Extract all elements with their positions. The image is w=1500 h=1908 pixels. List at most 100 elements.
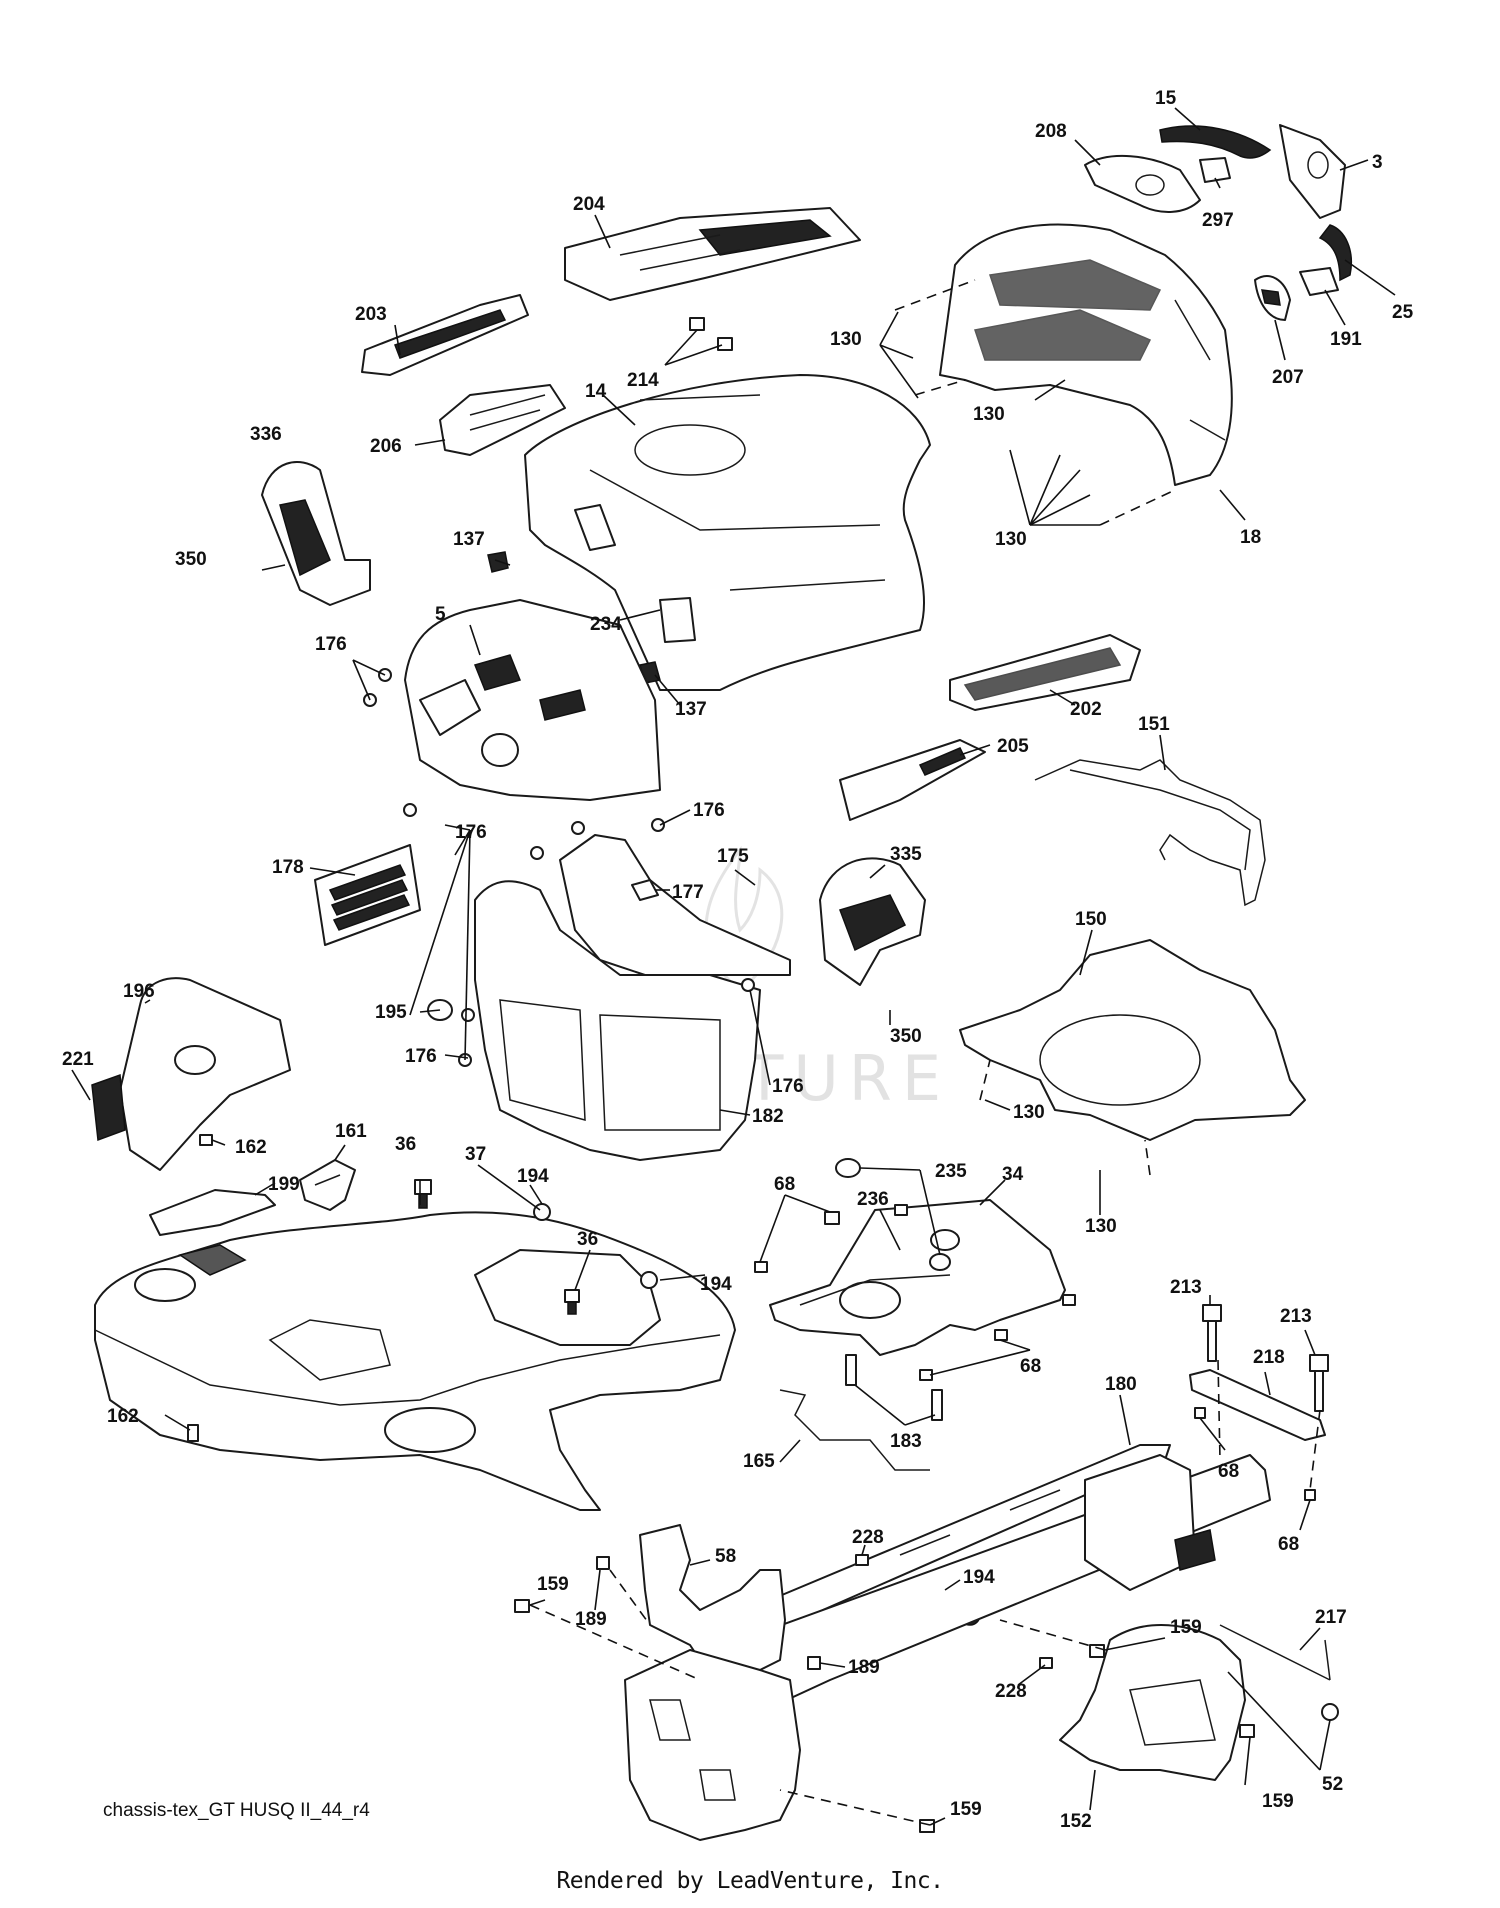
callout-236: 236 [857,1189,889,1210]
part-217-rod [1219,1624,1331,1681]
callout-175: 175 [717,846,749,867]
callout-150: 150 [1075,909,1107,930]
part-336-side-panel [261,461,371,606]
callout-204: 204 [573,194,605,215]
part-234-decal [659,597,696,643]
callout-235: 235 [935,1161,967,1182]
callout-194-bottom: 194 [963,1567,995,1588]
callout-152: 152 [1060,1811,1092,1832]
callout-36-left: 36 [395,1134,416,1155]
callout-159-mid: 159 [1170,1617,1202,1638]
callouts: 15 208 3 297 25 204 191 130 203 214 207 … [62,88,1414,1832]
callout-130-bottom: 130 [1085,1216,1117,1237]
part-34-mount-plate [769,1199,1066,1356]
callout-228-bottom: 228 [995,1681,1027,1702]
callout-18: 18 [1240,527,1261,548]
callout-130-pan: 130 [1013,1102,1045,1123]
part-68-bolts [754,1204,1316,1501]
part-297-clip [1199,157,1231,183]
callout-130-right: 130 [995,529,1027,550]
part-182-lower-dash [474,880,761,1161]
callout-194-top: 194 [517,1166,549,1187]
callout-194-mid: 194 [700,1274,732,1295]
part-36-bolts [414,1179,580,1315]
callout-14: 14 [585,381,607,402]
callout-25: 25 [1392,302,1414,323]
part-152-guard [1059,1624,1246,1781]
callout-36-right: 36 [577,1229,598,1250]
callout-68-top: 68 [774,1174,795,1195]
callout-350-bottom: 350 [890,1026,922,1047]
part-204-hood-vent [564,207,861,301]
callout-37: 37 [465,1144,486,1165]
callout-176-a: 176 [315,634,347,655]
part-214-clip-b [717,337,733,351]
callout-130-mid: 130 [973,404,1005,425]
callout-159-bottom: 159 [950,1799,982,1820]
callout-234: 234 [590,614,622,635]
part-137-clip-top [487,551,509,573]
part-228-bolt-a [855,1554,869,1566]
part-162-bolt-b [187,1424,199,1442]
part-159-bolts [514,1599,1255,1833]
part-162-bolt-a [199,1134,213,1146]
part-37-footrest [94,1211,736,1511]
part-161-deflector [299,1159,356,1211]
part-228-bolt-b [1039,1657,1053,1669]
callout-3: 3 [1372,152,1383,173]
part-5-dash-panel [404,599,661,801]
callout-137-bottom: 137 [675,699,707,720]
part-front-frame [624,1649,801,1841]
part-15-strip [1159,125,1272,159]
part-208-headlight-housing [1084,155,1201,213]
part-177-knob [631,879,659,901]
part-175-plate [559,834,791,976]
callout-180: 180 [1105,1374,1137,1395]
leader-lines [71,107,1396,1826]
callout-214: 214 [627,370,659,391]
drawing-code: chassis-tex_GT HUSQ II_44_r4 [103,1800,370,1821]
callout-165: 165 [743,1451,775,1472]
callout-161: 161 [335,1121,367,1142]
callout-176-b: 176 [693,800,725,821]
callout-196: 196 [123,981,155,1002]
callout-208: 208 [1035,121,1067,142]
callout-335: 335 [890,844,922,865]
callout-151: 151 [1138,714,1170,735]
part-14-hood [524,374,931,691]
callout-15: 15 [1155,88,1177,109]
part-202-grille [949,634,1141,711]
callout-217: 217 [1315,1607,1347,1628]
part-150-pan [959,939,1306,1141]
footer-credit: Rendered by LeadVenture, Inc. [556,1868,944,1894]
callout-58: 58 [715,1546,736,1567]
part-58-front-bracket [639,1524,786,1671]
callout-336: 336 [250,424,282,445]
assembly-lines [529,279,1321,1826]
callout-68-right-b: 68 [1278,1534,1299,1555]
part-3-lens [1279,124,1346,219]
callout-162-top: 162 [235,1137,267,1158]
part-180-frame [629,1444,1271,1746]
callout-205: 205 [997,736,1029,757]
callout-176-e: 176 [772,1076,804,1097]
part-196-seat-pan [91,977,291,1171]
callout-176-d: 176 [405,1046,437,1067]
callout-159-right: 159 [1262,1791,1294,1812]
callout-218: 218 [1253,1347,1285,1368]
callout-203: 203 [355,304,387,325]
callout-159-left: 159 [537,1574,569,1595]
part-214-clip-a [689,317,705,331]
part-189-bolt-a [596,1556,610,1570]
callout-207: 207 [1272,367,1304,388]
part-203-grille-handle [361,294,529,376]
callout-176-c: 176 [455,822,487,843]
callout-34: 34 [1002,1164,1024,1185]
callout-5: 5 [435,604,446,625]
part-235-grommets [835,1158,951,1271]
callout-195: 195 [375,1002,407,1023]
part-218-bar [1189,1369,1326,1441]
part-191-latch [1299,267,1339,296]
callout-350-top: 350 [175,549,207,570]
part-213-bolts [1202,1304,1329,1412]
